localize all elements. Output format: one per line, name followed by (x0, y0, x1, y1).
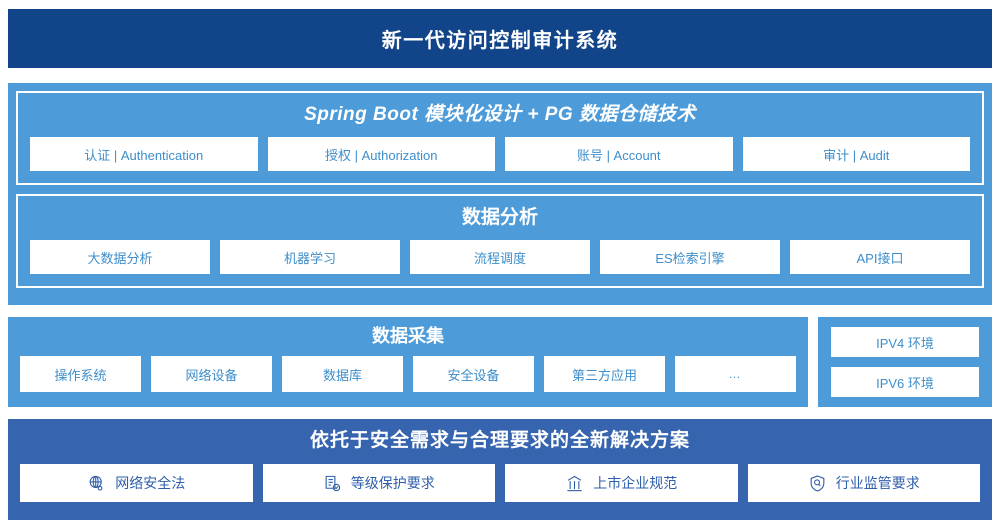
card-operating-system[interactable]: 操作系统 (20, 356, 141, 392)
card-authentication[interactable]: 认证 | Authentication (30, 137, 258, 171)
card-label: 流程调度 (473, 250, 526, 266)
card-industry-regulation[interactable]: 行业监管要求 (747, 464, 980, 502)
card-label: 大数据分析 (87, 250, 153, 266)
card-label: ES检索引擎 (655, 250, 725, 266)
card-row-solution: 网络安全法 等级保护要求 (20, 464, 980, 502)
card-label: IPV6 环境 (876, 375, 934, 391)
card-cybersecurity-law[interactable]: 网络安全法 (20, 464, 253, 502)
group-title-data-collection: 数据采集 (372, 326, 444, 346)
card-classified-protection[interactable]: 等级保护要求 (262, 464, 495, 502)
page-title: 新一代访问控制审计系统 (381, 30, 619, 52)
card-process-scheduling[interactable]: 流程调度 (410, 240, 590, 274)
card-ipv6-environment[interactable]: IPV6 环境 (831, 367, 979, 397)
platform-group-data-analysis: 数据分析 大数据分析 机器学习 流程调度 ES检索引擎 API接口 (16, 194, 984, 288)
card-label: 数据库 (322, 367, 362, 383)
shield-search-icon (808, 474, 827, 493)
card-audit[interactable]: 审计 | Audit (742, 137, 970, 171)
globe-network-icon (87, 474, 106, 493)
group-title-springboot: Spring Boot 模块化设计 + PG 数据仓储技术 (304, 104, 696, 125)
card-account[interactable]: 账号 | Account (505, 137, 733, 171)
environment-panel: IPV4 环境 IPV6 环境 (818, 317, 992, 407)
card-label: 账号 | Account (576, 147, 661, 163)
card-label: 认证 | Authentication (84, 147, 204, 163)
card-label: 机器学习 (283, 250, 336, 266)
card-label: IPV4 环境 (876, 335, 934, 351)
card-big-data-analysis[interactable]: 大数据分析 (30, 240, 210, 274)
card-row-data-collection: 操作系统 网络设备 数据库 安全设备 第三方应用 … (20, 356, 796, 392)
document-check-icon (323, 474, 342, 493)
platform-panel: Spring Boot 模块化设计 + PG 数据仓储技术 认证 | Authe… (8, 83, 992, 305)
card-api-interface[interactable]: API接口 (790, 240, 970, 274)
card-es-search-engine[interactable]: ES检索引擎 (600, 240, 780, 274)
solution-panel: 依托于安全需求与合理要求的全新解决方案 网络安全法 (8, 419, 992, 520)
card-network-device[interactable]: 网络设备 (151, 356, 272, 392)
card-label: 上市企业规范 (593, 475, 678, 491)
card-label: 审计 | Audit (823, 147, 890, 163)
card-label: 行业监管要求 (835, 475, 920, 491)
card-label: API接口 (856, 250, 904, 266)
card-label: 网络安全法 (115, 475, 186, 491)
group-title-solution: 依托于安全需求与合理要求的全新解决方案 (309, 430, 690, 451)
card-label: 授权 | Authorization (325, 147, 438, 163)
card-label: 网络设备 (185, 367, 238, 383)
header-bar: 新一代访问控制审计系统 (8, 9, 992, 68)
card-authorization[interactable]: 授权 | Authorization (267, 137, 495, 171)
card-label: 安全设备 (447, 367, 500, 383)
card-listed-enterprise-norms[interactable]: 上市企业规范 (505, 464, 738, 502)
card-third-party-app[interactable]: 第三方应用 (544, 356, 665, 392)
group-title-data-analysis: 数据分析 (461, 207, 538, 228)
card-label: 第三方应用 (571, 367, 637, 383)
card-security-device[interactable]: 安全设备 (413, 356, 534, 392)
card-label: 操作系统 (54, 367, 107, 383)
data-collection-panel: 数据采集 操作系统 网络设备 数据库 安全设备 第三方应用 … (8, 317, 808, 407)
platform-group-springboot: Spring Boot 模块化设计 + PG 数据仓储技术 认证 | Authe… (16, 91, 984, 185)
card-database[interactable]: 数据库 (282, 356, 403, 392)
card-label: … (728, 367, 743, 381)
card-row-data-analysis: 大数据分析 机器学习 流程调度 ES检索引擎 API接口 (30, 240, 970, 274)
card-ipv4-environment[interactable]: IPV4 环境 (831, 327, 979, 357)
bank-building-icon (565, 474, 584, 493)
card-more[interactable]: … (675, 356, 796, 392)
card-machine-learning[interactable]: 机器学习 (220, 240, 400, 274)
card-label: 等级保护要求 (350, 475, 435, 491)
card-row-springboot: 认证 | Authentication 授权 | Authorization 账… (30, 137, 970, 171)
